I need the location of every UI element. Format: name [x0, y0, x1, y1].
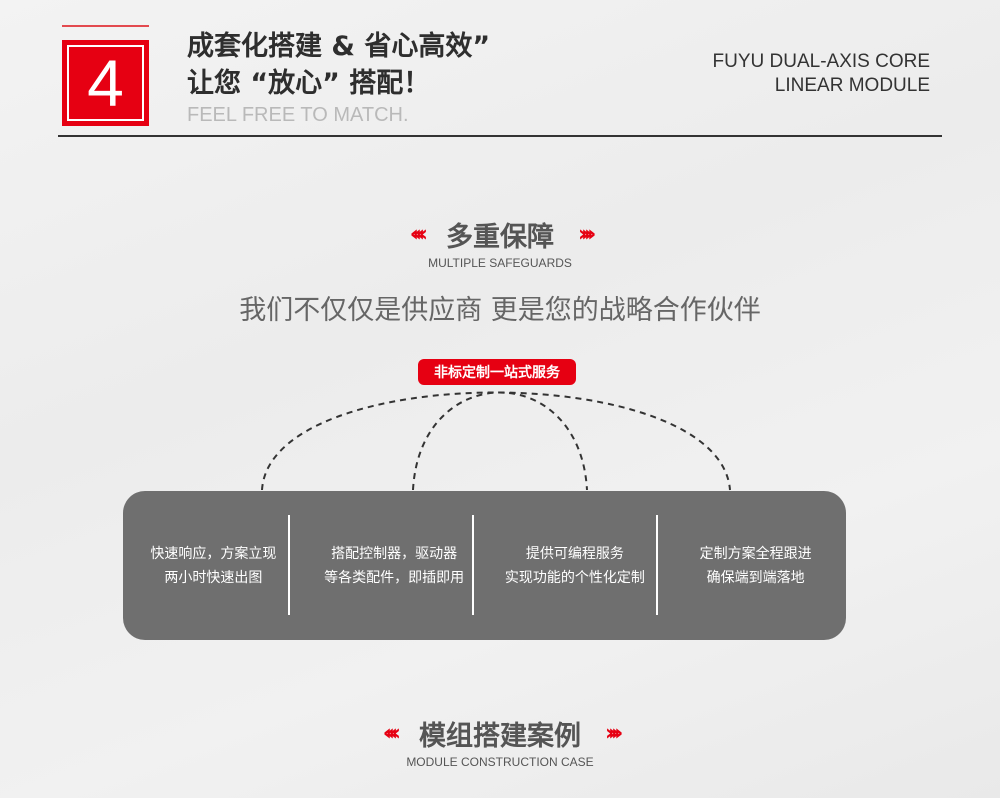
lead-text: 我们不仅仅是供应商 更是您的战略合作伙伴: [239, 295, 761, 326]
title-line-2: 让您 “放心” 搭配！: [187, 68, 431, 99]
feature-item: 快速响应，方案立现两小时快速出图: [123, 516, 304, 616]
right-chevrons-icon: ››››: [605, 721, 623, 746]
product-name-line-2: LINEAR MODULE: [774, 75, 930, 96]
product-name: FUYU DUAL-AXIS CORE LINEAR MODULE: [713, 50, 930, 98]
section-number: 4: [67, 45, 144, 121]
divider: [472, 515, 474, 615]
divider: [656, 515, 658, 615]
product-name-line-1: FUYU DUAL-AXIS CORE: [712, 51, 930, 72]
feature-line: 定制方案全程跟进: [699, 545, 812, 562]
feature-item: 搭配控制器，驱动器等各类配件，即插即用: [304, 516, 485, 616]
feature-line: 两小时快速出图: [164, 569, 263, 586]
service-badge: 非标定制一站式服务: [418, 359, 576, 385]
feature-item: 提供可编程服务实现功能的个性化定制: [485, 516, 666, 616]
feature-item: 定制方案全程跟进确保端到端落地: [665, 516, 846, 616]
section-title: 多重保障: [446, 222, 554, 253]
accent-line: [62, 25, 149, 27]
divider: [288, 515, 290, 615]
section-heading-safeguards: ‹‹‹‹ 多重保障 ›››› MULTIPLE SAFEGUARDS: [0, 215, 1000, 270]
inner-arc: [412, 391, 588, 491]
section-heading-cases: ‹‹‹‹ 模组搭建案例 ›››› MODULE CONSTRUCTION CAS…: [0, 714, 1000, 769]
feature-line: 等各类配件，即插即用: [324, 569, 465, 586]
left-chevrons-icon: ‹‹‹‹: [382, 721, 401, 746]
title-line-1: 成套化搭建 & 省心高效”: [187, 31, 491, 62]
feature-line: 搭配控制器，驱动器: [331, 545, 458, 562]
feature-line: 确保端到端落地: [706, 569, 805, 586]
page-title: 成套化搭建 & 省心高效” 让您 “放心” 搭配！: [187, 28, 490, 102]
feature-line: 快速响应，方案立现: [150, 545, 277, 562]
section-number-badge: 4: [62, 40, 149, 126]
page-subtitle: FEEL FREE TO MATCH.: [187, 104, 409, 126]
feature-line: 实现功能的个性化定制: [504, 569, 645, 586]
section-subtitle: MODULE CONSTRUCTION CASE: [406, 755, 594, 769]
feature-line: 提供可编程服务: [525, 545, 624, 562]
features-card: 快速响应，方案立现两小时快速出图 搭配控制器，驱动器等各类配件，即插即用 提供可…: [123, 491, 846, 640]
section-subtitle: MULTIPLE SAFEGUARDS: [428, 256, 572, 270]
outer-arc: [261, 391, 731, 491]
header-divider: [58, 135, 942, 137]
section-title: 模组搭建案例: [419, 721, 581, 752]
